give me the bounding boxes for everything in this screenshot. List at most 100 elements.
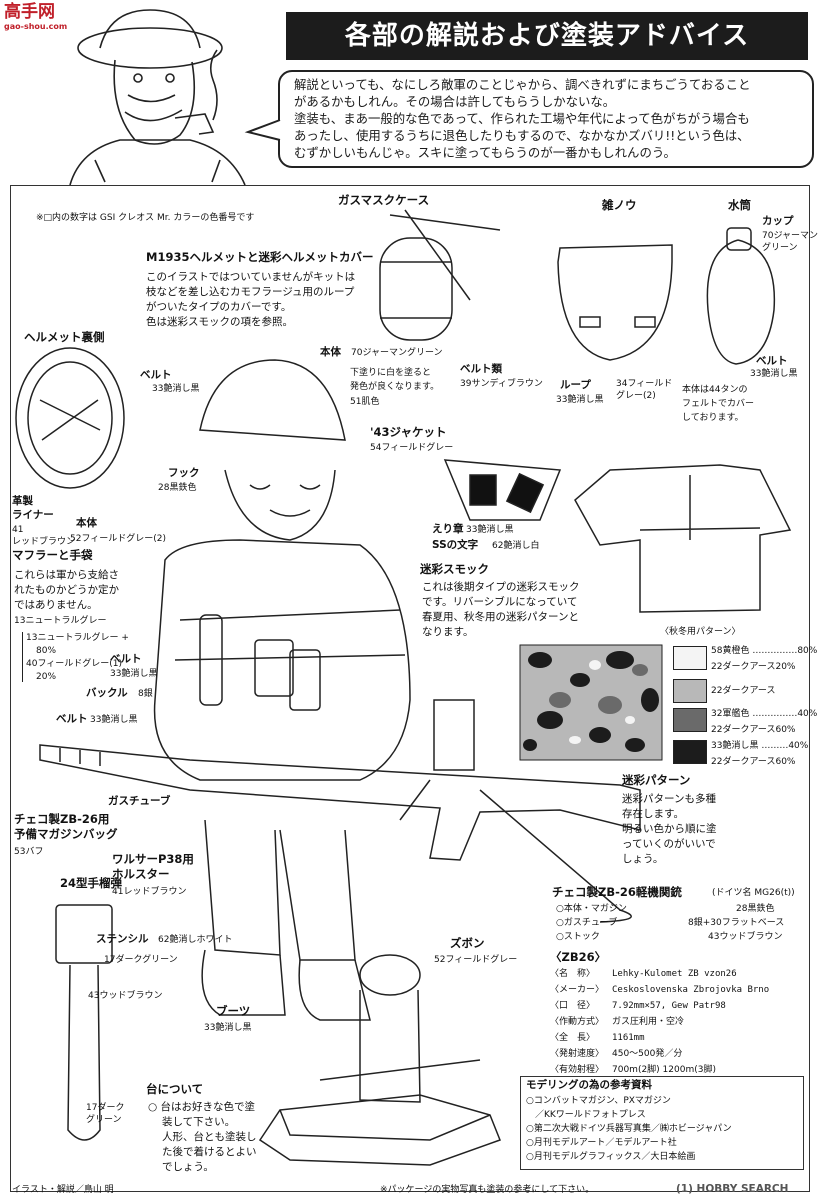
muffler-color: 13ニュートラルグレー — [14, 616, 107, 626]
smock-title: 迷彩スモック — [420, 562, 489, 576]
grenade-color-3: 17ダーク グリーン — [86, 1103, 125, 1125]
spec-value: 700m(2脚) 1200m(3脚) — [612, 1065, 716, 1075]
spec-value: 7.92mm×57, Gew Patr98 — [612, 1001, 726, 1011]
pattern-desc: 存在します。 — [622, 808, 684, 820]
spec-value: 450〜500発／分 — [612, 1049, 683, 1059]
muffler-desc: これらは軍から支給さ — [14, 569, 119, 581]
base-title: 台について — [146, 1082, 204, 1096]
ref-item: ○第二次大戦ドイツ兵器写真集／㈱ホビージャパン — [526, 1124, 732, 1134]
watermark-text: 高手网 — [4, 2, 55, 22]
stencil-color: 62艶消しホワイト — [158, 935, 233, 945]
grenade-color-2: 43ウッドブラウン — [88, 991, 163, 1001]
base-desc: 装して下さい。 — [162, 1116, 236, 1128]
swatch-earth — [673, 679, 707, 703]
swatch-black — [673, 740, 707, 764]
zb26-part-color: 8銀+30フラットベース — [688, 918, 785, 928]
canteen-title: 水筒 — [728, 198, 751, 212]
breadbag-color: 34フィールド グレー(2) — [616, 379, 673, 401]
cup-color: 70ジャーマン グリーン — [762, 231, 818, 253]
intro-line: があるかもしれん。その場合は許してもらうしかないな。 — [294, 94, 616, 109]
swatch-grey — [673, 708, 707, 732]
spec-key: 〈発射速度〉 — [550, 1049, 605, 1059]
muffler-desc: れたものかどうか定か — [14, 584, 119, 596]
base-desc: た後で着けるとよい — [162, 1146, 257, 1158]
pattern-desc: 明るい色から順に塗 — [622, 823, 717, 835]
buckle-label: バックル — [86, 687, 128, 699]
collar-label: えり章 — [432, 523, 464, 535]
spec-key: 〈メーカー〉 — [550, 985, 605, 995]
intro-line: 塗装も、まあ一般的な色であって、作られた工場や年代によって色がちがう場合も — [294, 111, 750, 126]
intro-line: むずかしいもんじゃ。スキに塗ってもらうのが一番かもしれんのう。 — [294, 145, 676, 160]
swatch-light — [673, 646, 707, 670]
stencil-label: ステンシル — [96, 933, 149, 945]
jacket-color: 54フィールドグレー — [370, 443, 454, 453]
spec-key: 〈口 径〉 — [550, 1001, 596, 1011]
spec-key: 〈有効射程〉 — [550, 1065, 605, 1075]
zb26-part-name: ○ストック — [556, 932, 600, 942]
color-note: ※□内の数字は GSI クレオス Mr. カラーの色番号です — [36, 213, 255, 223]
pattern-desc: 迷彩パターンも多種 — [622, 793, 716, 805]
spec-key: 〈全 長〉 — [550, 1033, 596, 1043]
belt-label: ベルト — [140, 369, 172, 381]
gasmask-title: ガスマスクケース — [338, 193, 430, 207]
swatch-label: 22ダークアース20% — [711, 662, 796, 672]
beltrui-color: 39サンディブラウン — [460, 379, 543, 389]
breadbag-title: 雑ノウ — [602, 198, 637, 212]
grenade-label: 24型手榴弾 — [60, 876, 123, 890]
ref-item: ／KKワールドフォトプレス — [526, 1110, 646, 1120]
loop-label: ループ — [560, 379, 591, 391]
gasmask-body: 本体 — [320, 346, 341, 358]
gasmask-note-color: 51肌色 — [350, 397, 380, 407]
muffler-desc: ではありません。 — [14, 599, 98, 611]
helmet-desc: がついたタイプのカバーです。 — [146, 301, 292, 313]
helmet-desc: 枝などを差し込むカモフラージュ用のループ — [146, 286, 355, 298]
base-desc: ○ 台はお好きな色で塗 — [148, 1101, 255, 1113]
pattern-caption: 〈秋冬用パターン〉 — [660, 627, 741, 637]
credit: イラスト・解説／鳥山 明 — [12, 1185, 114, 1195]
intro-line: 解説といっても、なにしろ敵軍のことじゃから、調べきれずにまちごうておること — [294, 77, 751, 92]
smock-desc: です。リバーシブルになっていて — [422, 596, 578, 608]
hook-label: フック — [168, 467, 200, 479]
swatch-label: 32軍艦色 ……………40% — [711, 709, 818, 719]
ss-label: SSの文字 — [432, 539, 479, 551]
muffler-title: マフラーと手袋 — [12, 548, 93, 562]
grenade-color-1: 17ダークグリーン — [104, 955, 178, 965]
spec-value: Lehky-Kulomet ZB vzon26 — [612, 969, 737, 979]
body-color: 52フィールドグレー(2) — [70, 534, 167, 544]
mix-a: 13ニュートラルグレー + — [26, 633, 129, 643]
belt2-label: ベルト — [110, 653, 142, 665]
canteen-belt: ベルト — [756, 355, 788, 367]
collar-color: 33艶消し黒 — [466, 525, 514, 535]
zb26-part-color: 43ウッドブラウン — [708, 932, 783, 942]
belt2-color: 33艶消し黒 — [110, 669, 158, 679]
body-label: 本体 — [76, 517, 97, 529]
spec-key: 〈作動方式〉 — [550, 1017, 605, 1027]
watermark-url: gao-shou.com — [4, 22, 68, 31]
liner-label: 革製 ライナー — [12, 495, 54, 521]
refs-title: モデリングの為の参考資料 — [526, 1079, 652, 1091]
intro-line: あったし、使用するうちに退色したりもするので、なかなかズバリ!!という色は、 — [294, 128, 750, 143]
helmet-desc: このイラストではついていませんがキットは — [146, 271, 356, 283]
ref-item: ○コンバットマガジン、PXマガジン — [526, 1096, 671, 1106]
holster-color: 41レッドブラウン — [112, 887, 187, 897]
spec-value: 1161mm — [612, 1033, 645, 1043]
ss-color: 62艶消し白 — [492, 541, 540, 551]
mix-b-pct: 20% — [36, 672, 57, 682]
disclaimer: ※パッケージの実物写真も塗装の参考にして下さい。 — [380, 1185, 595, 1195]
swatch-label: 33艶消し黒 ………40% — [711, 741, 809, 751]
magbag-color: 53バフ — [14, 847, 44, 857]
cup-label: カップ — [762, 215, 794, 227]
base-desc: 人形、台とも塗装し — [162, 1131, 257, 1143]
holster-label: ワルサーP38用 ホルスター — [112, 852, 194, 881]
spec-value: ガス圧利用・空冷 — [612, 1017, 685, 1027]
pattern-title: 迷彩パターン — [622, 773, 691, 787]
canteen-body: しております。 — [682, 413, 744, 423]
mix-b: 40フィールドグレー(1) — [26, 659, 123, 669]
pattern-desc: しょう。 — [622, 853, 664, 865]
smock-desc: 春夏用、秋冬用の迷彩パターンと — [422, 611, 579, 623]
gastube-label: ガスチューブ — [108, 795, 171, 807]
bottom-watermark: (1) HOBBY SEARCH — [676, 1183, 789, 1195]
zb26-title-sub: (ドイツ名 MG26(t)) — [712, 888, 795, 898]
pants-color: 52フィールドグレー — [434, 955, 518, 965]
spec-title: 〈ZB26〉 — [550, 950, 607, 964]
